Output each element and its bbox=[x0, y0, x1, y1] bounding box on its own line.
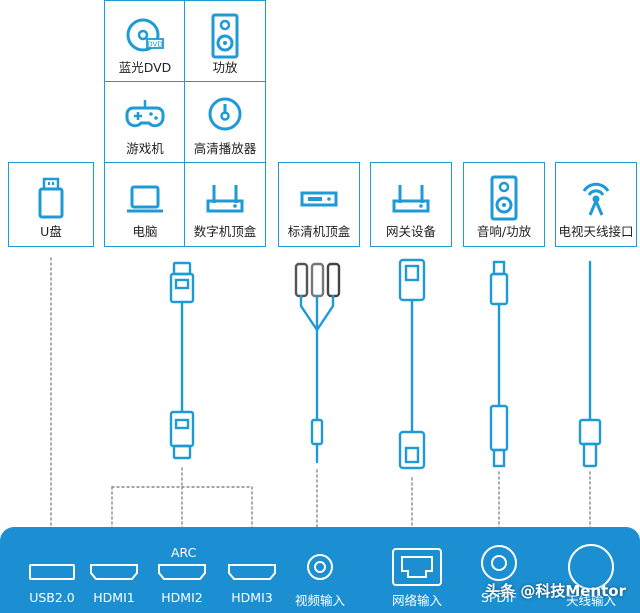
port-label-hdmi3: HDMI3 bbox=[231, 590, 273, 605]
port-shapes bbox=[29, 544, 614, 590]
watermark: 头条 @科技Mentor bbox=[485, 582, 626, 600]
port-label-spdif: SPDIF bbox=[481, 590, 517, 605]
port-label-antenna: 天线输入 bbox=[565, 593, 616, 608]
device-label: 功放 bbox=[212, 60, 238, 75]
device-hd-player: 高清播放器 bbox=[184, 81, 266, 164]
device-label: 游戏机 bbox=[126, 141, 164, 156]
gateway-icon bbox=[371, 181, 451, 227]
device-audio-amp: 音响/功放 bbox=[463, 162, 545, 247]
optical-cable bbox=[489, 260, 509, 468]
port-label-lan: 网络输入 bbox=[391, 593, 442, 608]
av-cable bbox=[294, 262, 341, 464]
port-label-usb: USB2.0 bbox=[29, 590, 75, 605]
device-label: 数字机顶盒 bbox=[193, 224, 257, 239]
device-computer: 电脑 bbox=[104, 162, 186, 247]
device-label: 电脑 bbox=[132, 224, 158, 239]
device-label: 网关设备 bbox=[385, 224, 436, 239]
svg-text:DVD: DVD bbox=[147, 41, 162, 49]
disc-icon: DVD bbox=[105, 13, 185, 59]
av-port-icon bbox=[307, 554, 333, 580]
device-label: 蓝光DVD bbox=[118, 60, 172, 75]
lan-port-icon bbox=[392, 548, 442, 586]
router-icon bbox=[185, 181, 265, 227]
device-label: 音响/功放 bbox=[476, 224, 532, 239]
port-label-hdmi2: HDMI2 bbox=[161, 590, 203, 605]
port-label-hdmi1: HDMI1 bbox=[93, 590, 135, 605]
network-cable bbox=[398, 258, 426, 470]
device-label: U盘 bbox=[40, 224, 62, 239]
device-label: 电视天线接口 bbox=[558, 224, 634, 239]
device-label: 高清播放器 bbox=[193, 141, 257, 156]
antenna-port-icon bbox=[568, 544, 614, 590]
device-gateway: 网关设备 bbox=[370, 162, 452, 247]
hdmi2-port-icon bbox=[158, 564, 206, 580]
tv-rear-panel: ARC USB2.0 HDMI1 HDMI2 HDMI3 视频输入 网络输入 S… bbox=[0, 527, 640, 613]
device-tv-antenna: 电视天线接口 bbox=[555, 162, 637, 247]
hdmi3-port-icon bbox=[228, 564, 276, 580]
laptop-icon bbox=[105, 183, 185, 229]
usb-drive-icon bbox=[9, 177, 93, 223]
device-label: 标清机顶盒 bbox=[287, 224, 351, 239]
speaker-icon bbox=[464, 175, 544, 221]
antenna-icon bbox=[556, 177, 636, 223]
speaker-icon bbox=[185, 13, 265, 59]
antenna-cable bbox=[578, 260, 602, 468]
device-digital-stb: 数字机顶盒 bbox=[184, 162, 266, 247]
device-bluray: DVD 蓝光DVD bbox=[104, 0, 186, 83]
gamepad-icon bbox=[105, 94, 185, 140]
hdmi1-port-icon bbox=[90, 564, 138, 580]
usb-port-icon bbox=[29, 564, 75, 580]
hdmi-cable bbox=[169, 261, 195, 460]
device-amplifier: 功放 bbox=[184, 0, 266, 83]
settop-box-icon bbox=[279, 185, 359, 231]
port-label-av: 视频输入 bbox=[294, 593, 345, 608]
media-disc-icon bbox=[185, 94, 265, 140]
device-sd-stb: 标清机顶盒 bbox=[278, 162, 360, 247]
arc-label: ARC bbox=[171, 545, 197, 560]
spdif-port-icon bbox=[481, 545, 517, 581]
device-usb: U盘 bbox=[8, 162, 94, 247]
